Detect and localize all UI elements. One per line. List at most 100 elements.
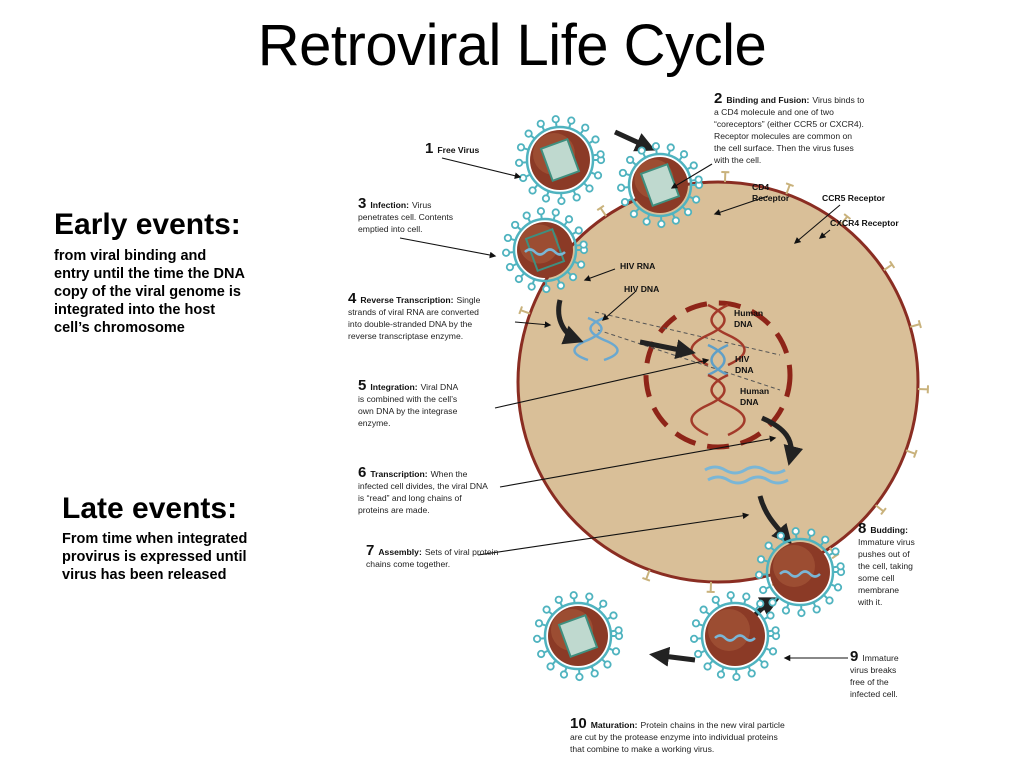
step-label: Reverse Transcription: xyxy=(360,295,453,305)
step-text-line: Viral DNA xyxy=(421,382,459,392)
step-10-text: 10 Maturation:Protein chains in the new v… xyxy=(570,715,785,754)
human-dna-bottom-label: Human DNA xyxy=(740,386,769,407)
step-text-line: is “read” and long chains of xyxy=(358,493,462,503)
step-number: 7 xyxy=(366,542,374,559)
cxcr4-receptor-label: CXCR4 Receptor xyxy=(830,218,899,228)
step-text-line: own DNA by the integrase xyxy=(358,406,458,416)
hiv-dna-line: DNA xyxy=(735,365,754,375)
step-text-line: that combine to make a working virus. xyxy=(570,744,714,754)
step-text-line: Single xyxy=(456,295,480,305)
virus-particle-icon xyxy=(532,591,624,682)
cd4-label-line: CD4 xyxy=(752,182,769,192)
hiv-dna-label: HIV DNA xyxy=(624,284,659,294)
step-label: Binding and Fusion: xyxy=(726,95,809,105)
early-line: entry until the time the DNA xyxy=(54,266,245,282)
step-text-line: are cut by the protease enzyme into indi… xyxy=(570,732,778,742)
step-text-line: Protein chains in the new viral particle xyxy=(640,720,784,730)
step-number: 10 xyxy=(570,715,587,732)
step-text-line: enzyme. xyxy=(358,418,390,428)
step-label: Integration: xyxy=(370,382,417,392)
pointer-lines xyxy=(399,157,848,662)
human-dna-line: Human xyxy=(740,386,769,396)
receptor-icon xyxy=(905,449,918,458)
human-dna-line: Human xyxy=(734,308,763,318)
early-line: from viral binding and xyxy=(54,248,207,264)
step-text-line: Receptor molecules are common on xyxy=(714,131,852,141)
late-line: From time when integrated xyxy=(62,531,248,547)
ccr5-receptor-label: CCR5 Receptor xyxy=(822,193,886,203)
step-text-line: Immature virus xyxy=(858,537,915,547)
step-text-line: strands of viral RNA are converted xyxy=(348,307,479,317)
late-events-heading: Late events: xyxy=(62,492,238,525)
step-text-line: Sets of viral protein xyxy=(425,547,499,557)
step-text-line: Virus binds to xyxy=(812,95,864,105)
step-text-line: “coreceptors” (either CCR5 or CXCR4). xyxy=(714,119,864,129)
receptor-icon xyxy=(785,182,794,195)
step-1-text: 1 Free Virus xyxy=(425,140,479,157)
step-text-line: a CD4 molecule and one of two xyxy=(714,107,834,117)
early-events-description: from viral binding and entry until the t… xyxy=(54,247,245,337)
late-line: provirus is expressed until xyxy=(62,549,247,565)
early-line: copy of the viral genome is xyxy=(54,284,241,300)
receptor-icon xyxy=(840,213,852,226)
step-text-line: reverse transcriptase enzyme. xyxy=(348,331,463,341)
step-text-line: emptied into cell. xyxy=(358,224,423,234)
step-text-line: the cell, taking xyxy=(858,561,913,571)
step-label: Free Virus xyxy=(437,145,479,155)
receptor-icon xyxy=(874,504,887,516)
step-text-line: with the cell. xyxy=(713,155,761,165)
virus-particle-icon xyxy=(514,115,606,206)
viral-rna-strands-icon xyxy=(704,465,789,485)
early-line: integrated into the host xyxy=(54,302,216,318)
hiv-dna-line: HIV xyxy=(735,354,750,364)
step-label: Budding: xyxy=(870,525,908,535)
step-text-line: chains come together. xyxy=(366,559,450,569)
virus-particle-icon xyxy=(616,142,704,229)
receptor-icon xyxy=(721,170,730,183)
step-text-line: the cell surface. Then the virus fuses xyxy=(714,143,854,153)
step-text-line: into double-stranded DNA by the xyxy=(348,319,472,329)
receptor-icon xyxy=(518,306,531,315)
step-text-line: penetrates cell. Contents xyxy=(358,212,453,222)
human-dna-line: DNA xyxy=(734,319,753,329)
step-number: 1 xyxy=(425,140,433,157)
step-number: 6 xyxy=(358,464,366,481)
late-events-description: From time when integrated provirus is ex… xyxy=(62,530,247,584)
step-text-line: infected cell. xyxy=(850,689,898,699)
receptor-icon xyxy=(909,319,922,329)
nucleus xyxy=(643,300,793,450)
step-text-line: is combined with the cell’s xyxy=(358,394,457,404)
step-text-line: Immature xyxy=(862,653,899,663)
receptor-icon xyxy=(596,204,607,217)
step-number: 8 xyxy=(858,520,866,537)
late-line: virus has been released xyxy=(62,567,227,583)
step-number: 4 xyxy=(348,290,357,307)
hiv-rna-label: HIV RNA xyxy=(620,261,655,271)
step-text-line: with it. xyxy=(857,597,882,607)
step-label: Maturation: xyxy=(591,720,638,730)
step-text-line: some cell xyxy=(858,573,894,583)
step-number: 9 xyxy=(850,648,858,665)
human-dna-top-label: Human DNA xyxy=(734,308,763,329)
early-line: cell’s chromosome xyxy=(54,320,185,336)
page-title: Retroviral Life Cycle xyxy=(257,13,767,78)
step-number: 3 xyxy=(358,195,366,212)
step-label: Transcription: xyxy=(370,469,427,479)
step-number: 5 xyxy=(358,377,366,394)
step-text-line: virus breaks xyxy=(850,665,896,675)
virus-particle-icon xyxy=(501,207,589,294)
step-text-line: pushes out of xyxy=(858,549,910,559)
step-label: Assembly: xyxy=(378,547,422,557)
step-text-line: infected cell divides, the viral DNA xyxy=(358,481,488,491)
step-7-text: 7 Assembly:Sets of viral protein chains co… xyxy=(366,542,499,569)
